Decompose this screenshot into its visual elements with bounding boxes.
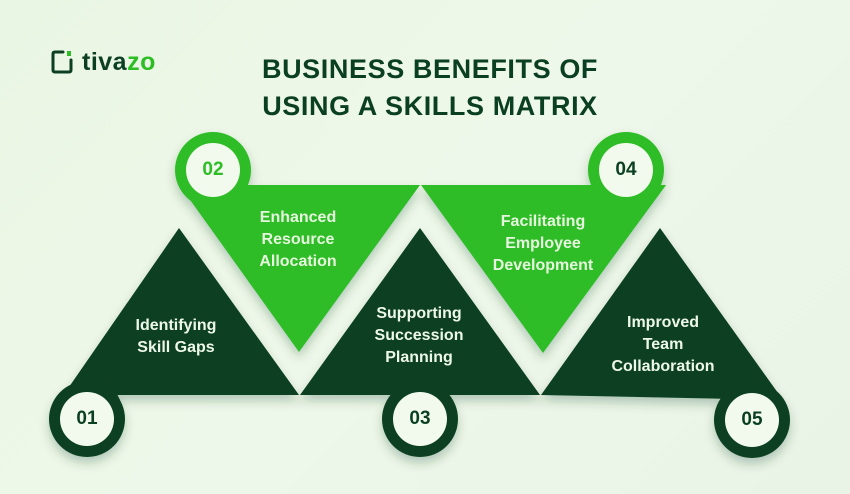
benefit-05-shape bbox=[541, 228, 790, 458]
benefit-05-number: 05 bbox=[741, 409, 763, 430]
benefit-05-label: Improved Team Collaboration bbox=[611, 314, 715, 375]
brand-name: tivazo bbox=[82, 47, 156, 76]
benefit-03-shape bbox=[300, 228, 540, 457]
benefit-01-shape bbox=[49, 228, 299, 457]
benefit-01-number: 01 bbox=[76, 408, 98, 429]
benefit-03-label: Supporting Succession Planning bbox=[374, 305, 464, 366]
title-line-1: BUSINESS BENEFITS OF bbox=[261, 54, 599, 84]
benefit-04-number: 04 bbox=[615, 159, 637, 180]
benefit-04-label: Facilitating Employee Development bbox=[492, 213, 594, 274]
title-line-2: USING A SKILLS MATRIX bbox=[262, 91, 598, 121]
logo-bracket-icon bbox=[51, 50, 73, 74]
benefit-02-label: Enhanced Resource Allocation bbox=[259, 209, 337, 270]
benefit-03-number: 03 bbox=[409, 408, 431, 429]
benefit-01-label: Identifying Skill Gaps bbox=[135, 317, 217, 356]
benefit-02-shape bbox=[175, 132, 420, 352]
benefit-04-shape bbox=[421, 132, 666, 353]
page-title: BUSINESS BENEFITS OF USING A SKILLS MATR… bbox=[200, 51, 660, 125]
benefit-02-number: 02 bbox=[202, 159, 224, 180]
brand-logo: tivazo bbox=[50, 49, 156, 75]
